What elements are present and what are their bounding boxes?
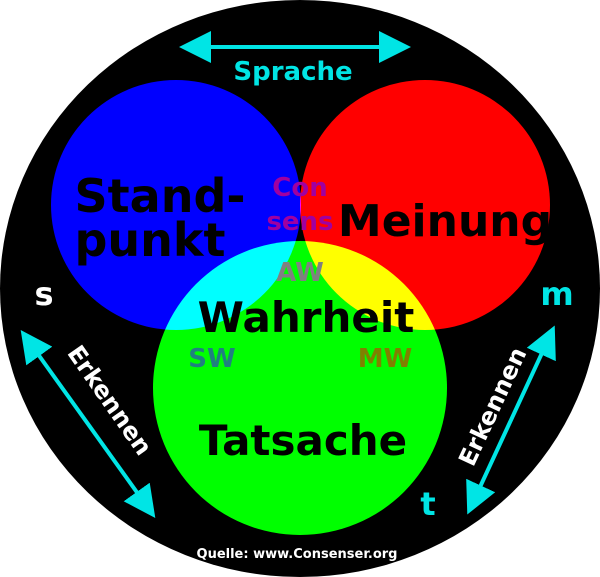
erkennen-left-arrow bbox=[20, 329, 156, 519]
standpunkt-label-2: punkt bbox=[74, 213, 225, 267]
aw-label: AW bbox=[276, 258, 324, 288]
consens-label-2: sens bbox=[266, 207, 333, 237]
sw-label: SW bbox=[188, 344, 235, 374]
source-credit: Quelle: www.Consenser.org bbox=[197, 547, 398, 562]
consens-label-1: Con bbox=[272, 173, 327, 203]
sprache-label: Sprache bbox=[233, 57, 352, 87]
mw-label: MW bbox=[358, 344, 413, 374]
tatsache-label: Tatsache bbox=[199, 416, 407, 465]
circle-tatsache bbox=[153, 241, 447, 535]
standpunkt-label-1: Stand- bbox=[75, 169, 246, 223]
t-label: t bbox=[420, 485, 435, 523]
wahrheit-label: Wahrheit bbox=[198, 293, 415, 342]
erkennen-right-arrow bbox=[466, 325, 556, 515]
s-label: s bbox=[34, 275, 53, 313]
meinung-label: Meinung bbox=[338, 196, 552, 247]
m-label: m bbox=[540, 275, 573, 313]
